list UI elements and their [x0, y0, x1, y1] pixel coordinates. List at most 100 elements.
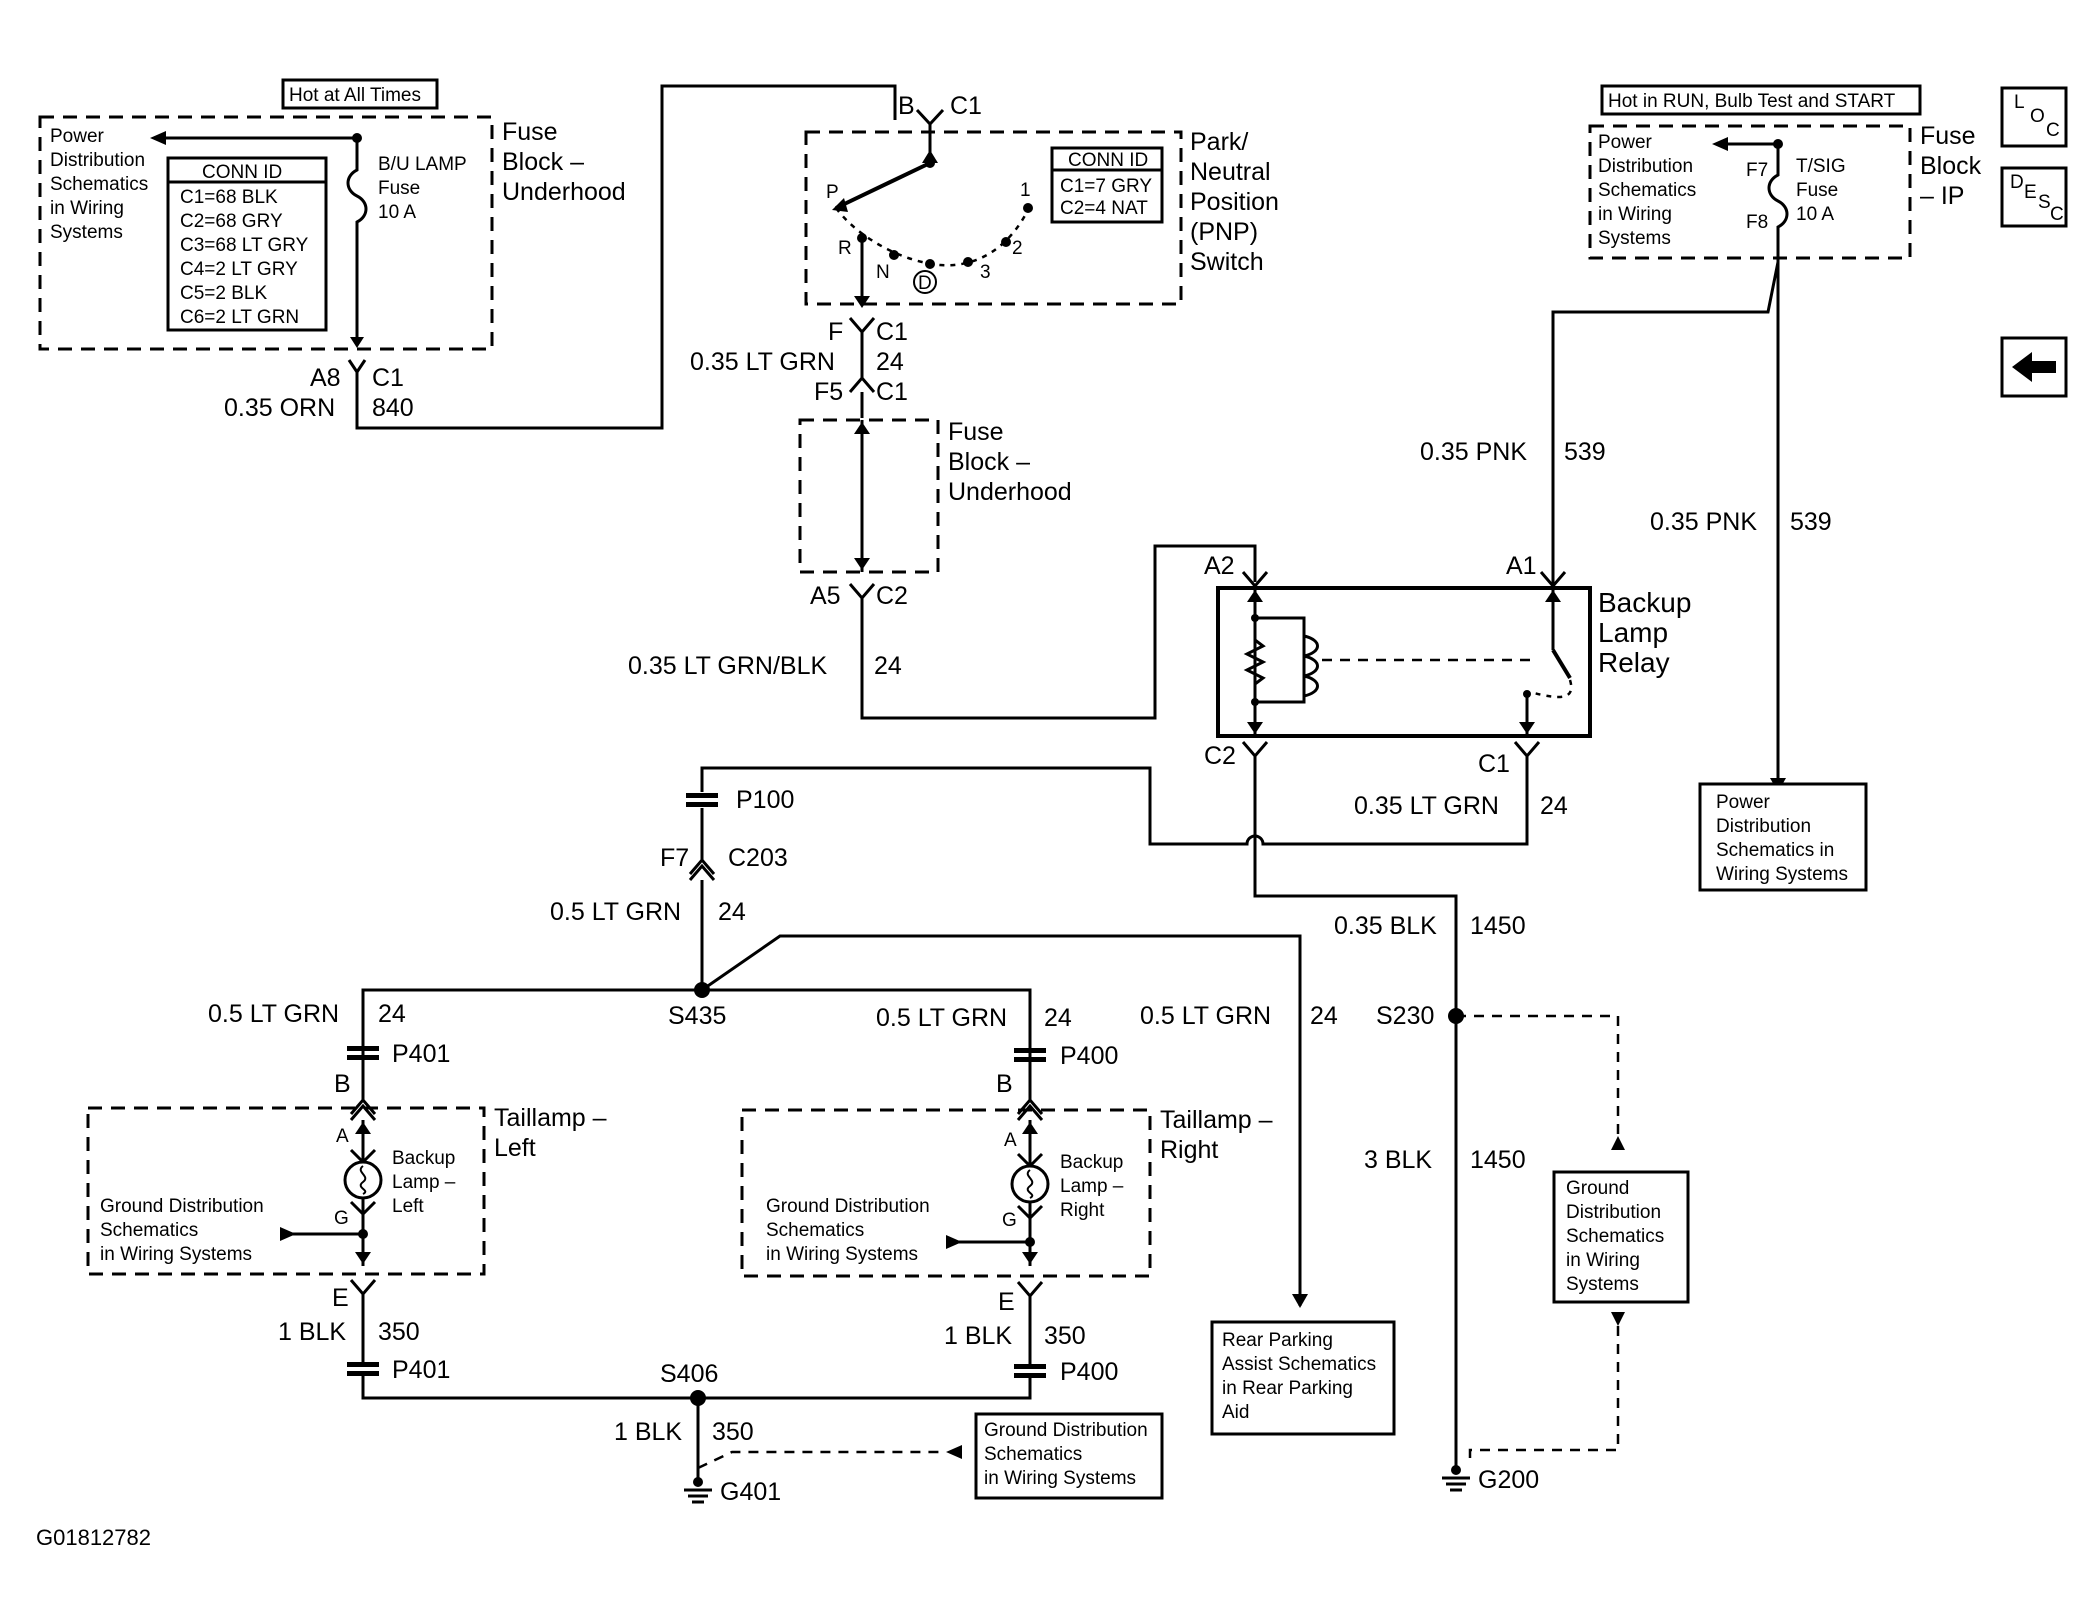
pnp-pos-1: 1 [1020, 180, 1031, 201]
c203-connector [688, 857, 716, 881]
p400-upper-label: P400 [1060, 1042, 1118, 1070]
bu-lamp-fuse-line-1: B/U LAMP [378, 154, 467, 175]
ground-box-right-line-4: in Wiring [1566, 1250, 1640, 1271]
right-ground-text-1: Ground Distribution [766, 1196, 930, 1217]
right-pin-e: E [998, 1288, 1015, 1316]
taillamp-right-label-2: Right [1160, 1136, 1218, 1164]
blk-bottom-circuit: 1450 [1470, 1146, 1526, 1174]
pnp-conn-id-table [1050, 146, 1164, 224]
taillamp-left-label-1: Taillamp – [494, 1104, 607, 1132]
p401-upper-label: P401 [392, 1040, 450, 1068]
conn-id-table [166, 156, 328, 332]
ip-power-text-5: Systems [1598, 228, 1671, 249]
taillamp-right-outline [740, 1108, 1152, 1278]
wire-1450-blk [1253, 756, 1458, 1466]
power-text-line-5: Systems [50, 222, 123, 243]
pin-a8: A8 [310, 364, 341, 392]
g401-wire-color: 1 BLK [614, 1418, 682, 1446]
pnp-conn-id-title: CONN ID [1068, 150, 1148, 171]
pnp-pos-n: N [876, 262, 890, 283]
wire-24-ltgrn-relay-out [700, 756, 1529, 846]
left-ground-text-1: Ground Distribution [100, 1196, 264, 1217]
location-button[interactable]: L O C [2000, 86, 2068, 148]
g401-label: G401 [720, 1478, 781, 1506]
ground-box-right-line-5: Systems [1566, 1274, 1639, 1295]
p100-connector-symbol [686, 793, 718, 807]
g401-ground-icon [684, 1477, 712, 1504]
pnp-label-1: Park/ [1190, 128, 1248, 156]
bu-lamp-fuse-line-2: Fuse [378, 178, 420, 199]
c203-label: C203 [728, 844, 788, 872]
rear-park-line-2: Assist Schematics [1222, 1354, 1376, 1375]
fuse-block-ip-label-3: – IP [1920, 182, 1964, 210]
conn-row-5: C5=2 BLK [180, 283, 267, 304]
wire-840-color: 0.35 ORN [224, 394, 335, 422]
left-ground-text-3: in Wiring Systems [100, 1244, 252, 1265]
p100-label: P100 [736, 786, 794, 814]
ip-power-text-4: in Wiring [1598, 204, 1672, 225]
left-lamp-text-3: Left [392, 1196, 424, 1217]
mid-wire-color: 0.5 LT GRN [550, 898, 681, 926]
left-ground-wire-color: 1 BLK [278, 1318, 346, 1346]
mid-wire-circuit: 24 [718, 898, 746, 926]
conn-row-4: C4=2 LT GRY [180, 259, 298, 280]
pnk-right-circuit: 539 [1790, 508, 1832, 536]
relay-c2-connector [1241, 741, 1269, 759]
rear-park-line-4: Aid [1222, 1402, 1249, 1423]
relay-c1-connector [1513, 741, 1541, 759]
hot-at-all-times-label: Hot at All Times [289, 85, 421, 106]
hot-in-run-label: Hot in RUN, Bulb Test and START [1608, 91, 1896, 112]
desc-letter-e: E [2024, 182, 2037, 203]
taillamp-left-outline [86, 1106, 486, 1276]
ip-power-text-1: Power [1598, 132, 1653, 153]
back-arrow-button[interactable] [2000, 336, 2068, 398]
left-lamp-text-2: Lamp – [392, 1172, 456, 1193]
park-branch-color: 0.5 LT GRN [1140, 1002, 1271, 1030]
pnp-conn-row-2: C2=4 NAT [1060, 198, 1148, 219]
pnp-switch-outline [804, 130, 1183, 306]
pnp-label-2: Neutral [1190, 158, 1271, 186]
c203-pin: F7 [660, 844, 689, 872]
wire-ltgrn-blk-circuit: 24 [874, 652, 902, 680]
pnp-pos-2: 2 [1012, 238, 1023, 259]
description-button[interactable]: D E S C [2000, 166, 2068, 228]
conn-row-1: C1=68 BLK [180, 187, 278, 208]
backup-lamp-relay-body [1216, 586, 1592, 738]
fuse-mid-pin-a5: A5 [810, 582, 841, 610]
pnp-f-c1-connector [848, 317, 876, 393]
pnp-conn-c1-bottom: C1 [876, 318, 908, 346]
bu-lamp-fuse-line-3: 10 A [378, 202, 416, 223]
p401-upper-connector-symbol [347, 1046, 379, 1060]
left-pin-a: A [336, 1126, 349, 1147]
fuse-block-underhood-label-2: Block – [502, 148, 584, 176]
right-pin-g: G [1002, 1210, 1017, 1231]
fuse-block-underhood-upper-outline [38, 115, 494, 351]
fuse-block-ip-label-2: Block [1920, 152, 1982, 180]
power-box-right-line-1: Power [1716, 792, 1771, 813]
fuse-block-underhood-label-1: Fuse [502, 118, 558, 146]
pnp-switch-arm [835, 161, 931, 210]
pnp-pos-r: R [838, 238, 852, 259]
left-pin-e: E [332, 1284, 349, 1312]
left-branch-circuit: 24 [378, 1000, 406, 1028]
power-text-line-2: Distribution [50, 150, 145, 171]
ip-power-text-3: Schematics [1598, 180, 1696, 201]
relay-pin-a2: A2 [1204, 552, 1235, 580]
power-text-line-1: Power [50, 126, 105, 147]
pnp-pos-d: D [918, 273, 932, 294]
ground-box-right-line-1: Ground [1566, 1178, 1629, 1199]
loc-letter-o: O [2030, 106, 2045, 127]
ip-power-text-2: Distribution [1598, 156, 1693, 177]
wire-24-branch-park-assist [701, 934, 1302, 1306]
g200-label: G200 [1478, 1466, 1539, 1494]
fuse-mid-label-3: Underhood [948, 478, 1072, 506]
power-box-right-line-3: Schematics in [1716, 840, 1834, 861]
fuse-mid-conn-c2: C2 [876, 582, 908, 610]
relay-pin-c2: C2 [1204, 742, 1236, 770]
fuse-block-underhood-label-3: Underhood [502, 178, 626, 206]
wire-840-circuit: 840 [372, 394, 414, 422]
fuse-mid-conn-c1: C1 [876, 378, 908, 406]
p400-lower-label: P400 [1060, 1358, 1118, 1386]
pnp-label-5: Switch [1190, 248, 1264, 276]
s406-label: S406 [660, 1360, 718, 1388]
